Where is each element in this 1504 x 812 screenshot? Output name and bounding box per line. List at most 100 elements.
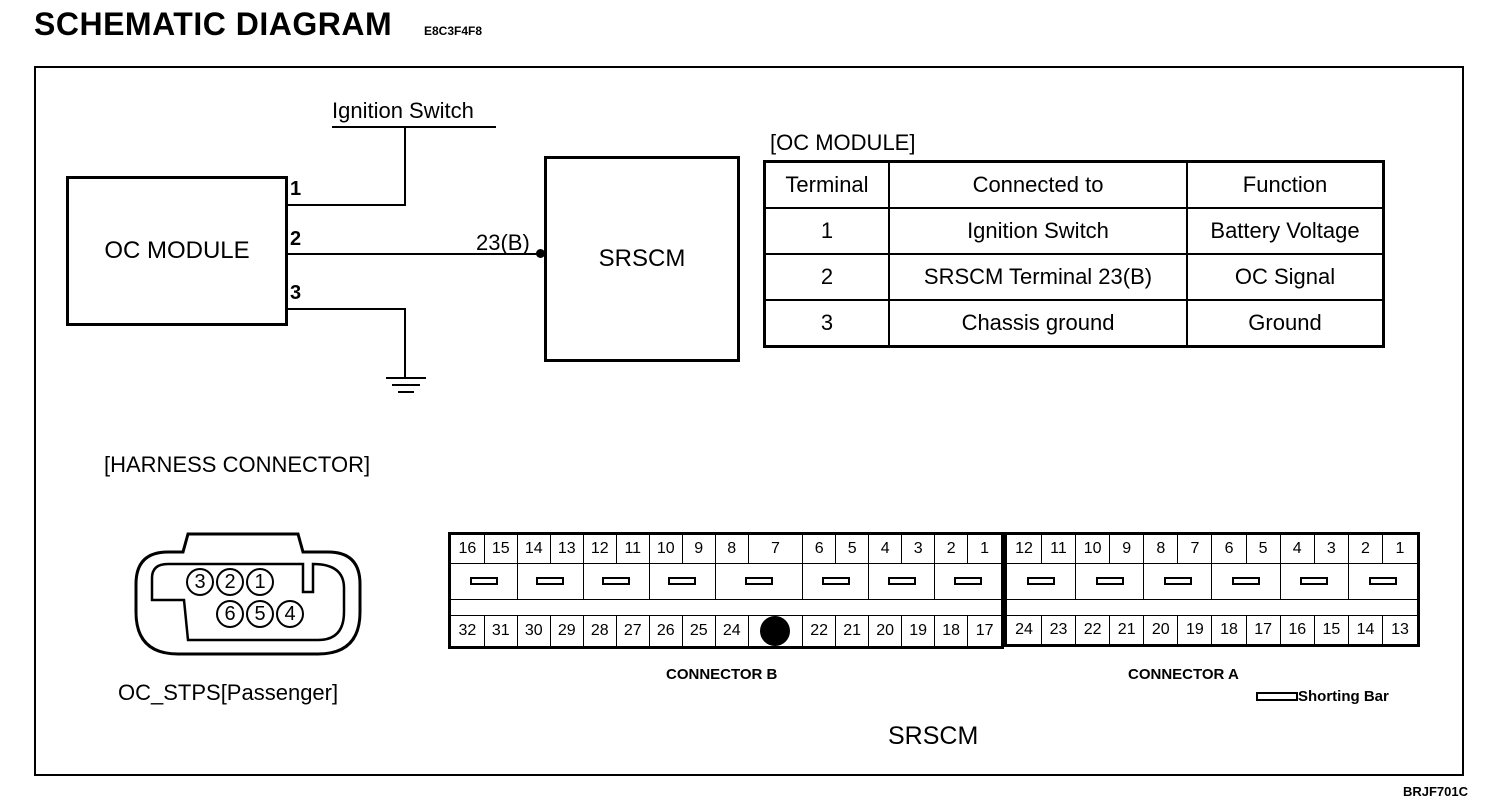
- harness-pin: 5: [246, 600, 274, 628]
- cell: 3: [763, 299, 890, 348]
- connector-pin: 15: [483, 533, 518, 564]
- shorting-bar: [648, 563, 716, 600]
- shorting-bar: [516, 563, 584, 600]
- ignition-switch-label: Ignition Switch: [332, 98, 474, 123]
- shorting-bar: [934, 563, 1003, 600]
- harness-connector-outline: [134, 532, 362, 656]
- connector-pin: 21: [1109, 615, 1145, 646]
- connector-pin: 20: [1143, 615, 1179, 646]
- connector-pin: 13: [549, 533, 584, 564]
- header-function: Function: [1186, 160, 1385, 209]
- shorting-bar-icon: [821, 577, 850, 586]
- cell: SRSCM Terminal 23(B): [888, 253, 1188, 301]
- junction-dot: [536, 249, 545, 258]
- shorting-bar-icon: [1232, 577, 1261, 586]
- oc-module-label: OC MODULE: [104, 237, 250, 264]
- connector-b-bar-row: [449, 563, 1003, 600]
- connector-pin: 16: [449, 533, 485, 564]
- harness-title: [HARNESS CONNECTOR]: [104, 452, 371, 477]
- connector-pin: 22: [1075, 615, 1111, 646]
- blocked-pin-marker: [760, 616, 791, 646]
- connector-pin: 25: [681, 615, 716, 648]
- harness-pin: 6: [216, 600, 244, 628]
- connector-pin: 15: [1313, 615, 1349, 646]
- pin-1-label: 1: [290, 178, 302, 200]
- connector-pin: 11: [1040, 533, 1077, 564]
- wire-pin1: [286, 204, 406, 206]
- page-title: SCHEMATIC DIAGRAM: [34, 6, 393, 42]
- cell: Chassis ground: [888, 299, 1188, 348]
- shorting-bar-icon: [1256, 692, 1298, 701]
- connector-pin: 1: [967, 533, 1003, 564]
- connector-pin: 23: [1040, 615, 1077, 646]
- harness-top-pins: 3 2 1: [186, 568, 274, 596]
- shorting-bar-label: Shorting Bar: [1298, 688, 1389, 705]
- connector-pin: 6: [802, 533, 837, 564]
- shorting-bar-icon: [744, 577, 773, 586]
- pin-3-label: 3: [290, 282, 302, 304]
- connector-pin: 31: [483, 615, 518, 648]
- table-row: 2 SRSCM Terminal 23(B) OC Signal: [763, 253, 1385, 301]
- shorting-bar: [802, 563, 870, 600]
- ignition-bar: [332, 126, 496, 128]
- passenger-label: OC_STPS[Passenger]: [118, 680, 339, 705]
- harness-pin: 4: [276, 600, 304, 628]
- connector-pin: 6: [1211, 533, 1247, 564]
- harness-bottom-pins: 6 5 4: [216, 600, 304, 628]
- connector-pin: 24: [714, 615, 749, 648]
- connector-pin: 9: [681, 533, 716, 564]
- connector-pin: 19: [1177, 615, 1213, 646]
- connector-pin: 2: [934, 533, 969, 564]
- srscm-box: SRSCM: [544, 156, 740, 362]
- connector-b-gap-row: [449, 599, 1003, 616]
- cell: Battery Voltage: [1186, 207, 1385, 255]
- shorting-bar: [1143, 563, 1213, 600]
- connector-pin: 20: [868, 615, 903, 648]
- wire-pin3: [286, 308, 406, 310]
- shorting-bar-icon: [1027, 577, 1056, 586]
- oc-table-title: [OC MODULE]: [770, 130, 916, 155]
- shorting-bar: [449, 563, 518, 600]
- connector-pin: 8: [714, 533, 749, 564]
- shorting-bar-icon: [1163, 577, 1192, 586]
- connector-pin: 9: [1109, 533, 1145, 564]
- shorting-bar-icon: [954, 577, 983, 586]
- connector-pin: 24: [1005, 615, 1042, 646]
- shorting-bar: [714, 563, 804, 600]
- connector-pin: 7: [1177, 533, 1213, 564]
- srscm-terminal-label: 23(B): [476, 230, 530, 255]
- connector-pin: 3: [901, 533, 936, 564]
- shorting-bar: [868, 563, 936, 600]
- connector-pin: 11: [615, 533, 650, 564]
- connector-pin: 22: [802, 615, 837, 648]
- connector-pin: 17: [967, 615, 1003, 648]
- connector-pin: 2: [1347, 533, 1384, 564]
- connector-pin: 28: [582, 615, 617, 648]
- connector-pin: 16: [1279, 615, 1315, 646]
- connector-pin: 19: [901, 615, 936, 648]
- cell: Ignition Switch: [888, 207, 1188, 255]
- connector-pin: 4: [1279, 533, 1315, 564]
- shorting-bar: [582, 563, 650, 600]
- table-row: 3 Chassis ground Ground: [763, 299, 1385, 348]
- blocked-pin: [747, 615, 804, 648]
- table-header-row: Terminal Connected to Function: [763, 160, 1385, 209]
- ground-symbol-line3: [398, 391, 414, 393]
- srscm-caption: SRSCM: [888, 722, 979, 750]
- shorting-bar-icon: [536, 577, 565, 586]
- cell: OC Signal: [1186, 253, 1385, 301]
- connector-pin: 12: [1005, 533, 1042, 564]
- shorting-bar: [1279, 563, 1349, 600]
- figure-code: BRJF701C: [1402, 784, 1468, 799]
- connector-pin: 14: [1347, 615, 1384, 646]
- connector-pin: 30: [516, 615, 551, 648]
- ignition-wire: [404, 126, 406, 206]
- ground-symbol-line2: [392, 384, 420, 386]
- cell: 1: [763, 207, 890, 255]
- table-row: 1 Ignition Switch Battery Voltage: [763, 207, 1385, 255]
- cell: Ground: [1186, 299, 1385, 348]
- pin-2-label: 2: [290, 228, 302, 250]
